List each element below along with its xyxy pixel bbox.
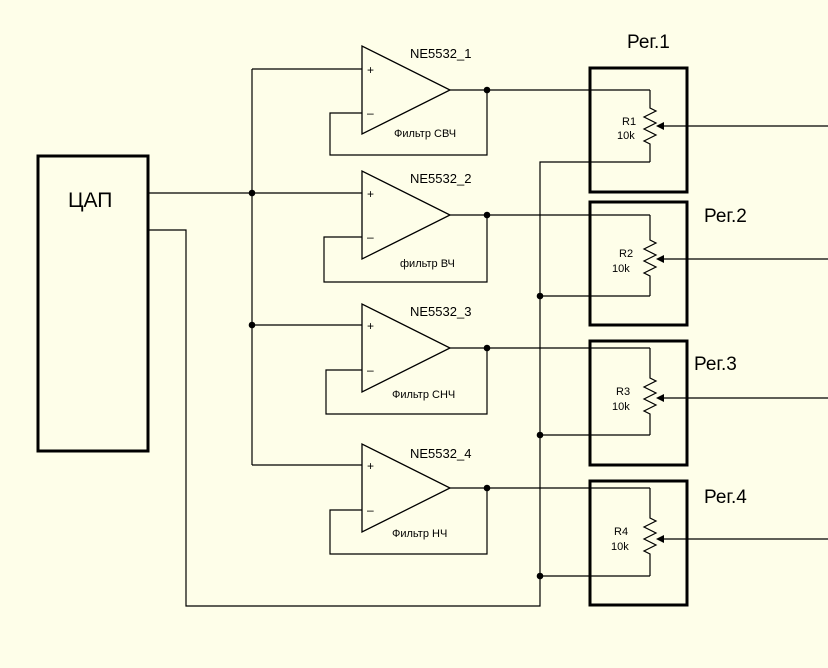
potentiometer-4-ref: R4 bbox=[614, 526, 628, 538]
potentiometer-4-value: 10k bbox=[611, 541, 629, 553]
regulator-1-label: Рег.1 bbox=[627, 32, 670, 53]
opamp-4-symbol bbox=[361, 442, 452, 534]
output-junction-3 bbox=[483, 344, 491, 352]
regulator-2-label: Рег.2 bbox=[704, 206, 747, 227]
output-junction-1 bbox=[483, 86, 491, 94]
opamp-1-plus: + bbox=[367, 63, 374, 77]
return-junction bbox=[536, 572, 544, 580]
return-junction bbox=[536, 292, 544, 300]
opamp-3-filter: Фильтр СНЧ bbox=[392, 389, 455, 401]
potentiometer-2-wiper-arrow bbox=[656, 255, 664, 263]
opamp-1-filter: Фильтр СВЧ bbox=[394, 128, 456, 140]
opamp-4-name: NE5532_4 bbox=[410, 446, 471, 461]
dac-block bbox=[36, 154, 150, 453]
return-line bbox=[148, 161, 650, 607]
potentiometer-4-wiper-arrow bbox=[656, 535, 664, 543]
output-junction-2 bbox=[483, 211, 491, 219]
dac-label: ЦАП bbox=[68, 189, 112, 212]
opamp-1-minus: – bbox=[367, 106, 374, 120]
output-junction-4 bbox=[483, 484, 491, 492]
bus-junction bbox=[248, 189, 256, 197]
opamp-stage-4: + – NE5532_4 Фильтр НЧ bbox=[329, 442, 650, 555]
opamp-2-filter: фильтр ВЧ bbox=[400, 258, 455, 270]
opamp-4-plus: + bbox=[367, 459, 374, 473]
potentiometer-3-value: 10k bbox=[612, 401, 630, 413]
opamp-stage-3: + – NE5532_3 Фильтр СНЧ bbox=[325, 302, 650, 415]
regulator-4-label: Рег.4 bbox=[704, 487, 747, 508]
regulator-3-box bbox=[588, 339, 689, 467]
regulator-4-box bbox=[588, 479, 689, 607]
opamp-3-name: NE5532_3 bbox=[410, 304, 471, 319]
opamp-stage-2: + – NE5532_2 фильтр ВЧ bbox=[323, 169, 650, 283]
potentiometer-1-value: 10k bbox=[617, 130, 635, 142]
regulator-1: Рег.1 R1 10k bbox=[588, 32, 828, 194]
regulator-2: Рег.2 R2 10k bbox=[588, 200, 828, 327]
potentiometer-2-symbol bbox=[642, 215, 658, 296]
potentiometer-3-wiper-arrow bbox=[656, 394, 664, 402]
regulator-2-box bbox=[588, 200, 689, 327]
opamp-2-minus: – bbox=[367, 230, 374, 244]
regulator-3: Рег.3 R3 10k bbox=[588, 339, 828, 467]
return-junction bbox=[536, 431, 544, 439]
potentiometer-3-ref: R3 bbox=[616, 386, 630, 398]
opamp-stage-1: + – NE5532_1 Фильтр СВЧ bbox=[329, 44, 650, 156]
bus-junction bbox=[248, 321, 256, 329]
potentiometer-2-ref: R2 bbox=[619, 248, 633, 260]
potentiometer-4-symbol bbox=[642, 488, 658, 576]
potentiometer-3-symbol bbox=[642, 348, 658, 435]
opamp-2-name: NE5532_2 bbox=[410, 171, 471, 186]
regulator-1-box bbox=[588, 66, 689, 194]
signal-bus bbox=[148, 68, 362, 466]
opamp-4-minus: – bbox=[367, 503, 374, 517]
regulator-4: Рег.4 R4 10k bbox=[588, 479, 828, 607]
potentiometer-1-ref: R1 bbox=[622, 116, 636, 128]
potentiometer-2-value: 10k bbox=[612, 263, 630, 275]
opamp-1-symbol bbox=[361, 44, 452, 136]
opamp-2-plus: + bbox=[367, 187, 374, 201]
opamp-3-plus: + bbox=[367, 319, 374, 333]
opamp-1-name: NE5532_1 bbox=[410, 46, 471, 61]
opamp-2-symbol bbox=[361, 169, 452, 261]
potentiometer-1-symbol bbox=[642, 90, 658, 162]
opamp-3-minus: – bbox=[367, 363, 374, 377]
opamp-3-symbol bbox=[361, 302, 452, 394]
regulator-3-label: Рег.3 bbox=[694, 354, 737, 375]
opamp-4-filter: Фильтр НЧ bbox=[392, 528, 447, 540]
potentiometer-1-wiper-arrow bbox=[656, 122, 664, 130]
